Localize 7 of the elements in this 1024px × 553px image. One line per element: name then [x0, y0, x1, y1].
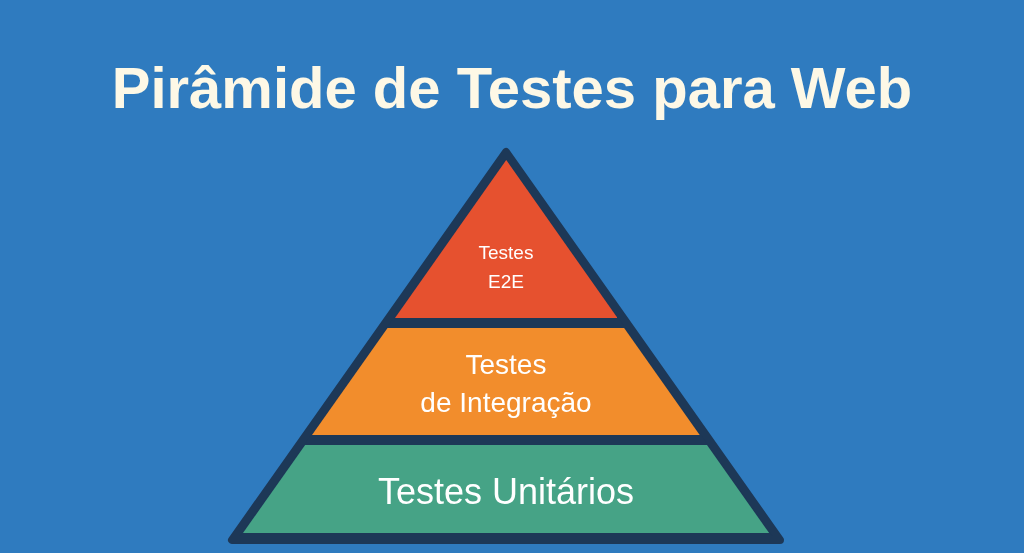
pyramid-middle-tier: [312, 328, 700, 435]
diagram-title: Pirâmide de Testes para Web: [111, 54, 913, 122]
tier-label: Testes de Integração: [420, 348, 592, 420]
pyramid-base-tier: [242, 445, 770, 533]
pyramid-top-tier: [394, 160, 618, 318]
tier-label: Testes E2E: [478, 241, 534, 294]
tier-label: Testes Unitários: [377, 471, 635, 513]
